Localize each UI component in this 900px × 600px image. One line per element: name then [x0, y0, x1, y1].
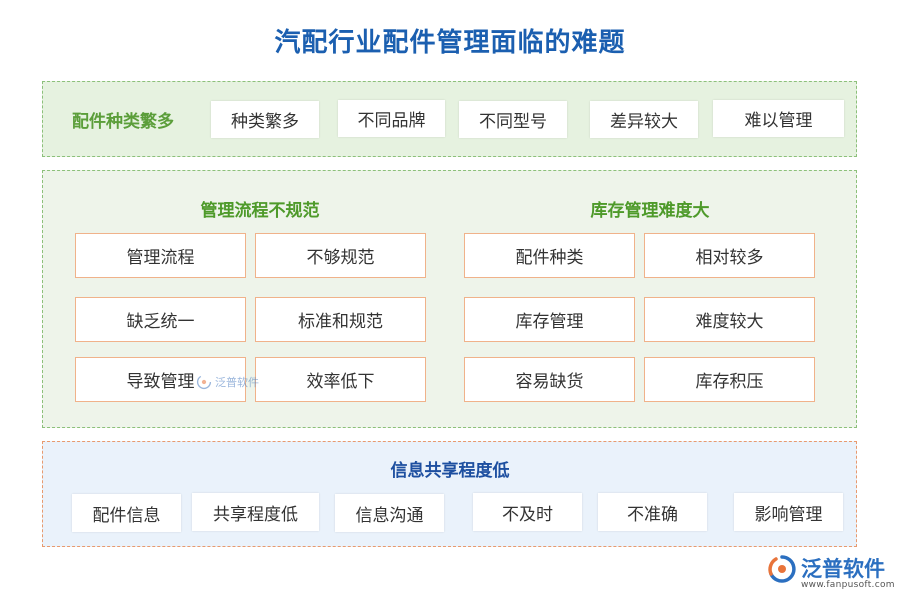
section-title-inventory: 库存管理难度大: [590, 201, 710, 221]
fanpu-watermark-icon: [196, 374, 212, 390]
process-item: 效率低下: [255, 357, 426, 402]
info-item: 共享程度低: [192, 493, 319, 531]
process-item: 导致管理: [75, 357, 246, 402]
inventory-item: 库存积压: [644, 357, 815, 402]
inventory-item: 难度较大: [644, 297, 815, 342]
info-item: 配件信息: [72, 494, 181, 532]
process-item: 不够规范: [255, 233, 426, 278]
variety-item: 难以管理: [713, 100, 844, 137]
inventory-item: 容易缺货: [464, 357, 635, 402]
diagram-title: 汽配行业配件管理面临的难题: [274, 28, 626, 58]
variety-item: 种类繁多: [211, 101, 319, 138]
process-item: 缺乏统一: [75, 297, 246, 342]
brand-url: www.fanpusoft.com: [801, 580, 895, 590]
watermark-text: 泛普软件: [215, 376, 259, 389]
process-item: 管理流程: [75, 233, 246, 278]
inventory-item: 配件种类: [464, 233, 635, 278]
process-item: 标准和规范: [255, 297, 426, 342]
variety-item: 不同品牌: [338, 100, 445, 137]
watermark: 泛普软件: [196, 374, 259, 390]
brand-name: 泛普软件: [801, 557, 885, 581]
variety-item: 差异较大: [590, 101, 698, 138]
info-item: 不及时: [473, 493, 582, 531]
info-item: 信息沟通: [335, 494, 444, 532]
section-title-process: 管理流程不规范: [200, 201, 320, 221]
inventory-item: 库存管理: [464, 297, 635, 342]
inventory-item: 相对较多: [644, 233, 815, 278]
info-item: 影响管理: [734, 493, 843, 531]
variety-item: 不同型号: [459, 101, 567, 138]
brand-logo: 泛普软件 www.fanpusoft.com: [767, 552, 895, 598]
fanpu-logo-icon: [768, 555, 796, 583]
row-label-part-variety: 配件种类繁多: [72, 112, 174, 132]
info-item: 不准确: [598, 493, 707, 531]
section-title-info: 信息共享程度低: [390, 461, 510, 481]
